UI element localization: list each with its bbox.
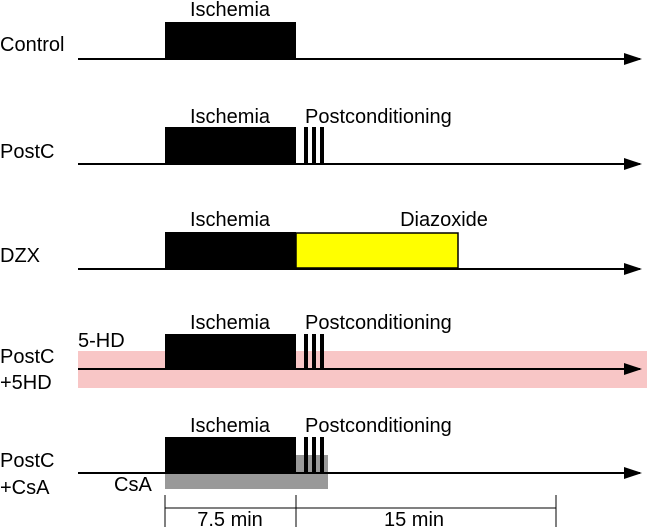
postconditioning-pulse [312, 127, 316, 164]
ischemia-label: Ischemia [190, 415, 271, 437]
postconditioning-pulse [320, 334, 324, 370]
ischemia-block [165, 22, 296, 59]
row-control: Control Ischemia [0, 0, 642, 65]
row-postc: PostC Ischemia Postconditioning [0, 106, 642, 170]
postconditioning-pulses [304, 127, 324, 164]
first-interval-label: 7.5 min [197, 509, 263, 527]
diazoxide-block [295, 232, 459, 269]
ischemia-label: Ischemia [190, 312, 271, 334]
row-dzx: DZX Ischemia Diazoxide [0, 209, 642, 275]
ischemia-block [165, 232, 296, 269]
postconditioning-label: Postconditioning [305, 415, 452, 437]
row-label-control: Control [0, 34, 64, 56]
five-hd-label: 5-HD [78, 330, 125, 352]
ischemia-label: Ischemia [190, 0, 271, 21]
row-label-postc: PostC [0, 141, 54, 163]
postconditioning-label: Postconditioning [305, 312, 452, 334]
postconditioning-pulse [304, 437, 308, 473]
ischemia-block [165, 127, 296, 164]
timescale: 7.5 min 15 min [164, 495, 557, 527]
ischemia-label: Ischemia [190, 106, 271, 128]
postconditioning-pulse [312, 437, 316, 473]
postconditioning-pulse [320, 127, 324, 164]
second-interval-label: 15 min [384, 509, 444, 527]
row-label-csa: +CsA [0, 477, 50, 499]
ischemia-block [165, 334, 296, 370]
postconditioning-pulse [304, 334, 308, 370]
diazoxide-label: Diazoxide [400, 209, 488, 231]
row-postc-5hd: PostC +5HD 5-HD Ischemia Postconditionin… [0, 312, 647, 394]
postconditioning-pulse [320, 437, 324, 473]
row-label-dzx: DZX [0, 245, 40, 267]
postconditioning-pulse [304, 127, 308, 164]
postconditioning-pulses [304, 334, 324, 370]
postconditioning-pulses [304, 437, 324, 473]
csa-label: CsA [114, 474, 152, 496]
row-label-5hd: +5HD [0, 372, 52, 394]
postconditioning-label: Postconditioning [305, 106, 452, 128]
csa-bar [165, 473, 328, 489]
row-label-postc: PostC [0, 450, 54, 472]
ischemia-label: Ischemia [190, 209, 271, 231]
ischemia-block [165, 437, 296, 473]
row-postc-csa: PostC +CsA Ischemia Postconditioning CsA [0, 415, 642, 499]
postconditioning-pulse [312, 334, 316, 370]
row-label-postc: PostC [0, 346, 54, 368]
